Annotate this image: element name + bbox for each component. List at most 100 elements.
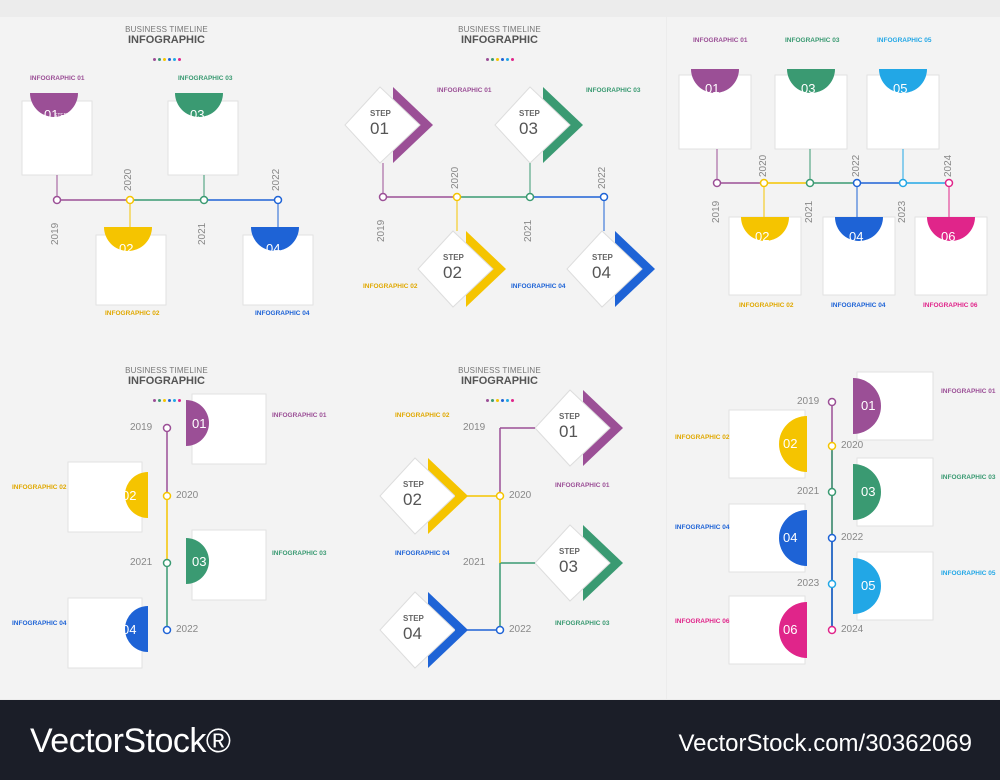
panel-title: BUSINESS TIMELINE INFOGRAPHIC [333,25,666,66]
year-2021: 2021 [804,200,815,223]
step-number-01: 01 [192,416,207,431]
step-word: STEP [370,109,391,118]
title-line2: INFOGRAPHIC [461,34,538,46]
color-dots [333,389,666,407]
year-2019: 2019 [711,200,722,223]
year-2022: 2022 [851,154,862,177]
step-number-04: 04 [266,241,281,256]
year-2021: 2021 [797,486,820,497]
color-dots [0,389,333,407]
step-number-02: 02 [122,488,137,503]
label-infographic-01: INFOGRAPHIC 01 [941,388,996,395]
brand-logo: VectorStock® [30,722,231,760]
watermark-id: VectorStock.com/30362069 [678,730,972,757]
label-infographic-04: INFOGRAPHIC 04 [675,524,730,531]
step-number-01: 01 [370,119,389,138]
year-2024: 2024 [943,154,954,177]
label-infographic-03: INFOGRAPHIC 03 [586,87,641,94]
step-number-03: 03 [190,107,205,122]
step-number-01: 01 [705,81,720,96]
title-line1: BUSINESS TIMELINE [125,25,208,34]
step-number-03: 03 [801,81,816,96]
label-infographic-05: INFOGRAPHIC 05 [941,570,996,577]
step-number-04: 04 [849,229,864,244]
year-2021: 2021 [197,222,208,245]
year-2022: 2022 [509,624,532,635]
label-infographic-04: INFOGRAPHIC 04 [511,283,566,290]
year-2019: 2019 [130,422,153,433]
step-number-01: 01 [44,107,59,122]
panel-2: BUSINESS TIMELINE INFOGRAPHIC [333,17,666,358]
label-infographic-02: INFOGRAPHIC 02 [675,434,730,441]
panel-title: BUSINESS TIMELINE INFOGRAPHIC [0,366,333,407]
title-line2: INFOGRAPHIC [128,34,205,46]
step-number-04: 04 [403,624,422,643]
step-number-03: 03 [519,119,538,138]
step-number-03: 03 [559,557,578,576]
step-number-04: 04 [122,622,137,637]
year-2021: 2021 [463,557,486,568]
year-2020: 2020 [123,168,134,191]
panel-1: BUSINESS TIMELINE INFOGRAPHIC STEP INFOG… [0,17,333,358]
step-number-02: 02 [443,263,462,282]
step-number-01: 01 [559,422,578,441]
year-2024: 2024 [841,624,864,635]
panel-3: INFOGRAPHIC 01 INFOGRAPHIC 03 INFOGRAPHI… [667,17,1000,358]
label-infographic-06: INFOGRAPHIC 06 [923,302,978,309]
label-infographic-04: INFOGRAPHIC 04 [12,620,67,627]
step-word: STEP [54,113,68,119]
year-2020: 2020 [176,490,199,501]
year-2019: 2019 [463,422,486,433]
label-infographic-03: INFOGRAPHIC 03 [785,37,840,44]
year-2019: 2019 [797,396,820,407]
title-line2: INFOGRAPHIC [128,375,205,387]
color-dots [0,48,333,66]
panel-3-graphics [678,69,988,296]
year-2021: 2021 [523,219,534,242]
year-2022: 2022 [176,624,199,635]
panel-4-graphics [67,393,267,669]
panel-title: BUSINESS TIMELINE INFOGRAPHIC [333,366,666,407]
step-word: STEP [519,109,540,118]
step-number-04: 04 [783,530,798,545]
title-line2: INFOGRAPHIC [461,375,538,387]
year-2022: 2022 [597,166,608,189]
step-word: STEP [559,547,580,556]
label-infographic-04: INFOGRAPHIC 04 [831,302,886,309]
label-infographic-06: INFOGRAPHIC 06 [675,618,730,625]
panel-5: BUSINESS TIMELINE INFOGRAPHIC STEP 01 ST… [333,358,666,699]
title-line1: BUSINESS TIMELINE [458,366,541,375]
diamond-step-03 [494,86,583,164]
year-2022: 2022 [841,532,864,543]
label-infographic-03: INFOGRAPHIC 03 [178,75,233,82]
label-infographic-03: INFOGRAPHIC 03 [272,550,327,557]
label-infographic-01: INFOGRAPHIC 01 [555,482,610,489]
step-number-02: 02 [403,490,422,509]
label-infographic-02: INFOGRAPHIC 02 [12,484,67,491]
year-2023: 2023 [897,200,908,223]
year-2020: 2020 [758,154,769,177]
year-2020: 2020 [841,440,864,451]
panel-4: BUSINESS TIMELINE INFOGRAPHIC INFOGRAPHI… [0,358,333,699]
diamond-step-01 [344,86,433,164]
step-number-04: 04 [592,263,611,282]
step-number-03: 03 [861,484,876,499]
label-infographic-02: INFOGRAPHIC 02 [739,302,794,309]
label-infographic-01: INFOGRAPHIC 01 [30,75,85,82]
label-infographic-04: INFOGRAPHIC 04 [255,310,310,317]
step-word: STEP [443,253,464,262]
year-2023: 2023 [797,578,820,589]
year-2021: 2021 [130,557,153,568]
panel-6-graphics [728,371,934,665]
label-infographic-03: INFOGRAPHIC 03 [555,620,610,627]
panel-6: INFOGRAPHIC 01 INFOGRAPHIC 02 INFOGRAPHI… [667,358,1000,699]
label-infographic-01: INFOGRAPHIC 01 [437,87,492,94]
step-number-02: 02 [119,241,134,256]
step-number-06: 06 [783,622,798,637]
label-infographic-01: INFOGRAPHIC 01 [693,37,748,44]
title-line1: BUSINESS TIMELINE [458,25,541,34]
year-2019: 2019 [376,219,387,242]
diamond-step-04 [566,230,655,308]
step-word: STEP [592,253,613,262]
label-infographic-05: INFOGRAPHIC 05 [877,37,932,44]
